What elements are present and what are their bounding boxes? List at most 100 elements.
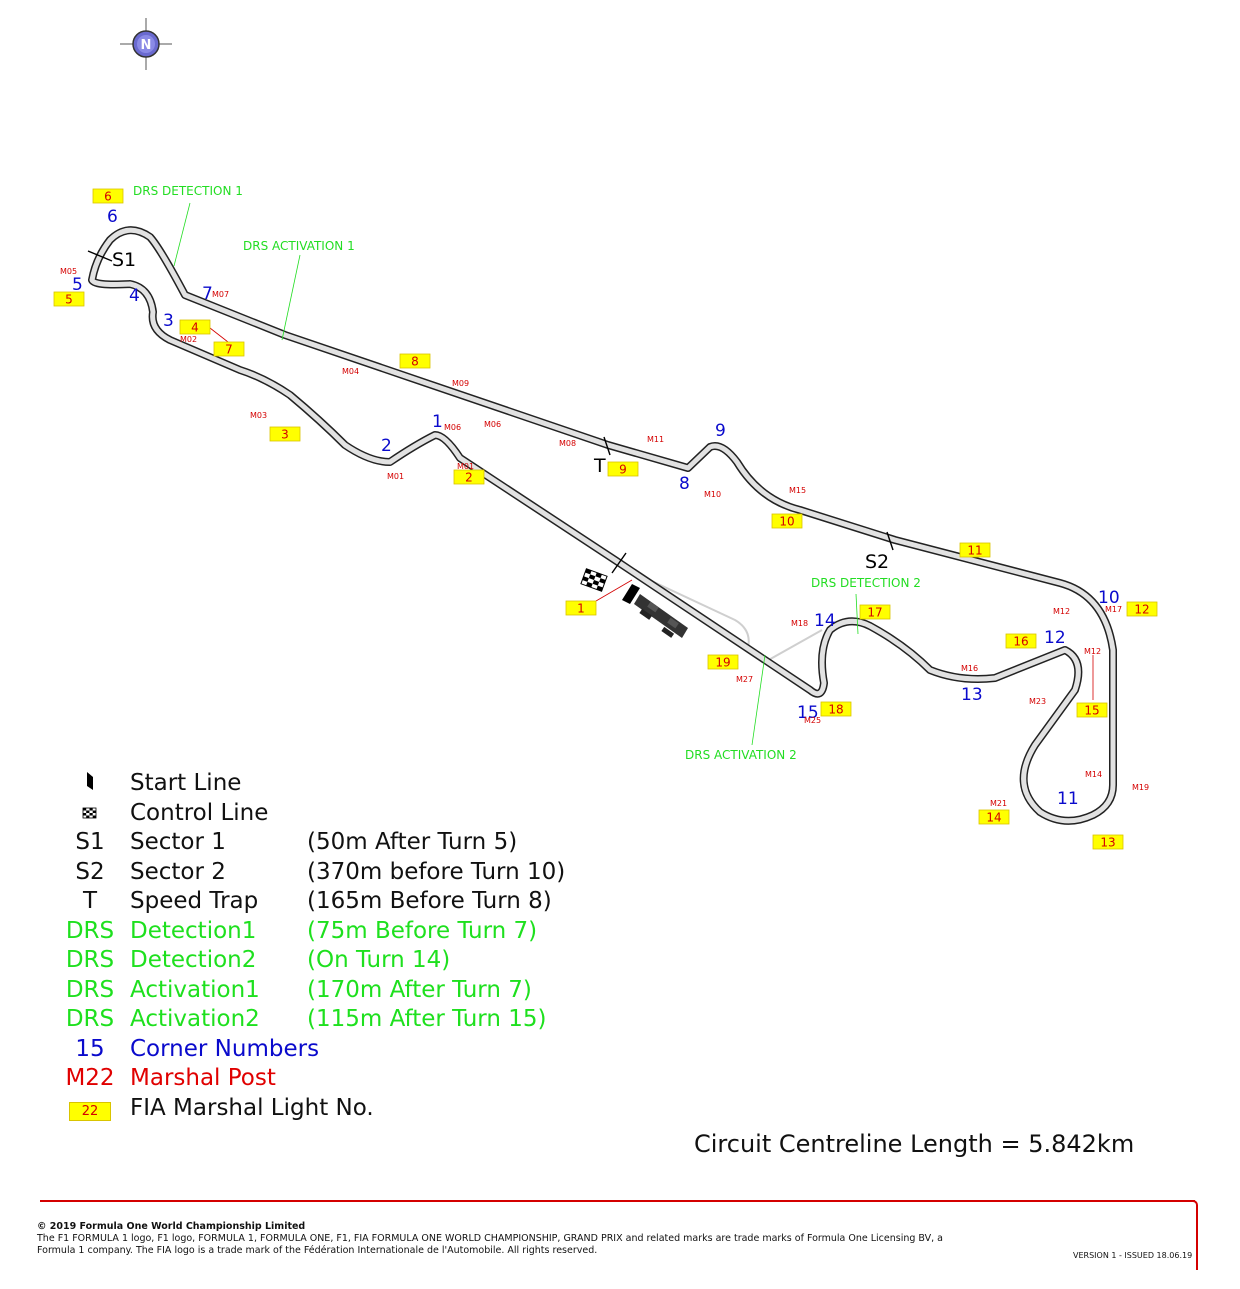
sector2-line: [886, 531, 894, 551]
marshal-post: M01: [457, 462, 474, 471]
light-symbol: 22: [69, 1101, 111, 1121]
speed-trap-line: [603, 436, 611, 456]
legend-note: (75m Before Turn 7): [307, 917, 538, 944]
corner-number: 10: [1098, 588, 1120, 608]
marshal-light: 18: [820, 701, 852, 717]
marshal-light: 3: [269, 426, 301, 442]
marshal-light-number: 1: [577, 602, 585, 616]
marshal-light-number: 13: [1100, 836, 1115, 850]
marshal-light: 13: [1092, 834, 1124, 850]
marshal-post: M04: [342, 367, 359, 376]
legend-symbol: M22: [65, 1065, 115, 1091]
marshal-post: M15: [789, 486, 806, 495]
legend-symbol: DRS: [65, 947, 115, 973]
drs-activation2-line: [751, 654, 766, 746]
legend-note: (50m After Turn 5): [307, 829, 518, 855]
legend-label: Sector 2: [130, 858, 226, 885]
marshal-light-number: 12: [1134, 603, 1149, 617]
drs-label: DRS ACTIVATION 2: [685, 748, 797, 762]
footer-corner-accent: [1193, 1200, 1198, 1270]
legend-symbol: 22: [55, 1095, 125, 1121]
corner-number: 1: [432, 412, 443, 432]
marshal-post: M10: [704, 490, 721, 499]
marshal-post: M18: [791, 619, 808, 628]
drs-label: DRS DETECTION 2: [811, 576, 921, 590]
marshal-light: 15: [1076, 702, 1108, 718]
marshal-light: 10: [771, 513, 803, 529]
corner-number: 15: [797, 703, 819, 723]
legend-label: Sector 1: [130, 829, 226, 855]
marshal-light-number: 2: [465, 471, 473, 485]
marshal-post: M19: [1132, 783, 1149, 792]
copyright-line1: The F1 FORMULA 1 logo, F1 logo, FORMULA …: [37, 1233, 944, 1244]
marshal-light-number: 8: [411, 355, 419, 369]
map-mark: T: [593, 455, 606, 477]
marshal-post: M27: [736, 675, 753, 684]
marshal-post: M17: [1105, 605, 1122, 614]
marshal-post: M06: [484, 420, 501, 429]
compass-icon: N: [120, 18, 172, 70]
compass-letter: N: [141, 38, 152, 53]
corner-number: 12: [1044, 628, 1066, 648]
start-line-icon: [87, 772, 93, 790]
corner-number: 11: [1057, 789, 1079, 809]
track: [88, 226, 1117, 825]
legend-label: Corner Numbers: [130, 1035, 320, 1062]
start-car-icon: [622, 584, 688, 638]
version-label: VERSION 1 - ISSUED 18.06.19: [1073, 1251, 1193, 1260]
legend-label: FIA Marshal Light No.: [130, 1094, 374, 1121]
marshal-post: M12: [1084, 647, 1101, 656]
legend-label: Detection1: [130, 917, 257, 944]
legend-symbol: DRS: [65, 1006, 115, 1032]
drs-detection1-line: [173, 202, 191, 267]
legend-symbol: S2: [75, 858, 105, 885]
marshal-light: 12: [1126, 601, 1158, 617]
marshal-light: 16: [1005, 633, 1037, 649]
marshal-post: M09: [452, 379, 469, 388]
legend-symbol: [55, 770, 125, 798]
marshal-light: 9: [607, 461, 639, 477]
marshal-light: 5: [53, 291, 85, 307]
marshal-post: M16: [961, 664, 978, 673]
copyright-line2: Formula 1 company. The FIA logo is a tra…: [37, 1245, 598, 1256]
legend-symbol: DRS: [65, 917, 115, 944]
marshal-light-number: 11: [967, 544, 982, 558]
legend-symbol: 15: [75, 1035, 105, 1062]
drs-activation1-line: [281, 254, 301, 341]
marshal-post: M12: [1053, 607, 1070, 616]
marshal-post: M01: [387, 472, 404, 481]
marshal-light-number: 17: [867, 606, 882, 620]
legend-symbol: DRS: [65, 976, 115, 1003]
corner-number: 3: [163, 311, 174, 331]
marshal-post: M14: [1085, 770, 1102, 779]
legend-note: (115m After Turn 15): [307, 1006, 547, 1032]
marshal-post: M21: [990, 799, 1007, 808]
marshal-post: M07: [212, 290, 229, 299]
marshal-post: M05: [60, 267, 77, 276]
marshal-light: 14: [978, 809, 1010, 825]
marshal-post: M03: [250, 411, 267, 420]
marshal-light: 1: [565, 600, 597, 616]
marshal-light: 2: [453, 469, 485, 485]
copyright-title: © 2019 Formula One World Championship Li…: [37, 1221, 306, 1232]
drs-label: DRS ACTIVATION 1: [243, 239, 355, 253]
legend-label: Control Line: [130, 799, 269, 826]
marshal-light-number: 3: [281, 428, 289, 442]
legend-label: Start Line: [130, 770, 242, 796]
map-mark: S2: [865, 551, 889, 573]
footer-divider: [40, 1200, 1195, 1202]
marshal-light-number: 16: [1013, 635, 1028, 649]
legend-note: (170m After Turn 7): [307, 976, 532, 1003]
marshal-light: 19: [707, 654, 739, 670]
marshal-light-number: 4: [191, 321, 199, 335]
legend-label: Detection2: [130, 947, 257, 973]
marshal-light-number: 10: [779, 515, 794, 529]
marshal-post: M23: [1029, 697, 1046, 706]
marshal-light-number: 15: [1084, 704, 1099, 718]
copyright-block: © 2019 Formula One World Championship Li…: [37, 1221, 943, 1257]
